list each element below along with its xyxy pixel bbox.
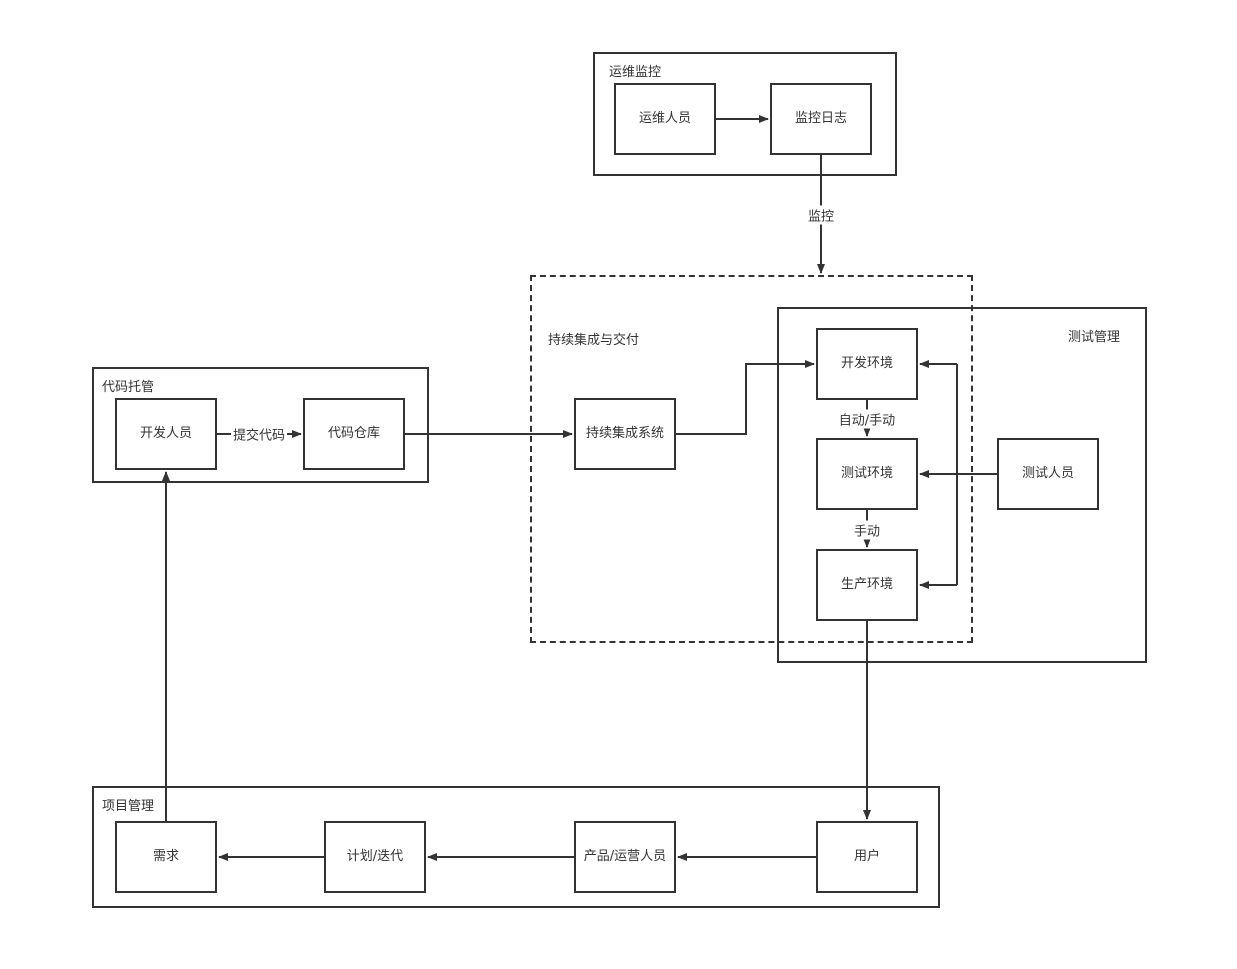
edge-label-monitor: 监控 [805, 205, 837, 225]
node-user[interactable]: 用户 [816, 821, 918, 893]
group-label-ops: 运维监控 [609, 65, 662, 80]
edge-label-auto-manual: 自动/手动 [836, 409, 898, 429]
node-monitor-log[interactable]: 监控日志 [770, 83, 872, 155]
node-dev-env[interactable]: 开发环境 [816, 328, 918, 400]
node-ci-system[interactable]: 持续集成系统 [574, 398, 676, 470]
group-project-management [92, 786, 940, 908]
edge-label-commit: 提交代码 [230, 424, 288, 444]
node-test-env[interactable]: 测试环境 [816, 438, 918, 510]
group-label-code: 代码托管 [102, 380, 155, 395]
group-label-project: 项目管理 [102, 799, 155, 814]
node-plan-iteration[interactable]: 计划/迭代 [324, 821, 426, 893]
edge-label-manual: 手动 [851, 520, 883, 540]
node-tester[interactable]: 测试人员 [997, 438, 1099, 510]
edge-ci-to-devenv [675, 360, 815, 435]
node-requirement[interactable]: 需求 [115, 821, 217, 893]
group-test-management [777, 307, 1147, 663]
node-product-ops[interactable]: 产品/运营人员 [574, 821, 676, 893]
group-code-hosting [92, 367, 429, 483]
group-label-ci: 持续集成与交付 [548, 333, 640, 348]
node-ops-staff[interactable]: 运维人员 [614, 83, 716, 155]
node-developer[interactable]: 开发人员 [115, 398, 217, 470]
group-ci-cd [530, 275, 973, 643]
group-label-test: 测试管理 [1068, 330, 1121, 345]
group-ops-monitoring [593, 52, 897, 176]
node-prod-env[interactable]: 生产环境 [816, 549, 918, 621]
node-code-repo[interactable]: 代码仓库 [303, 398, 405, 470]
